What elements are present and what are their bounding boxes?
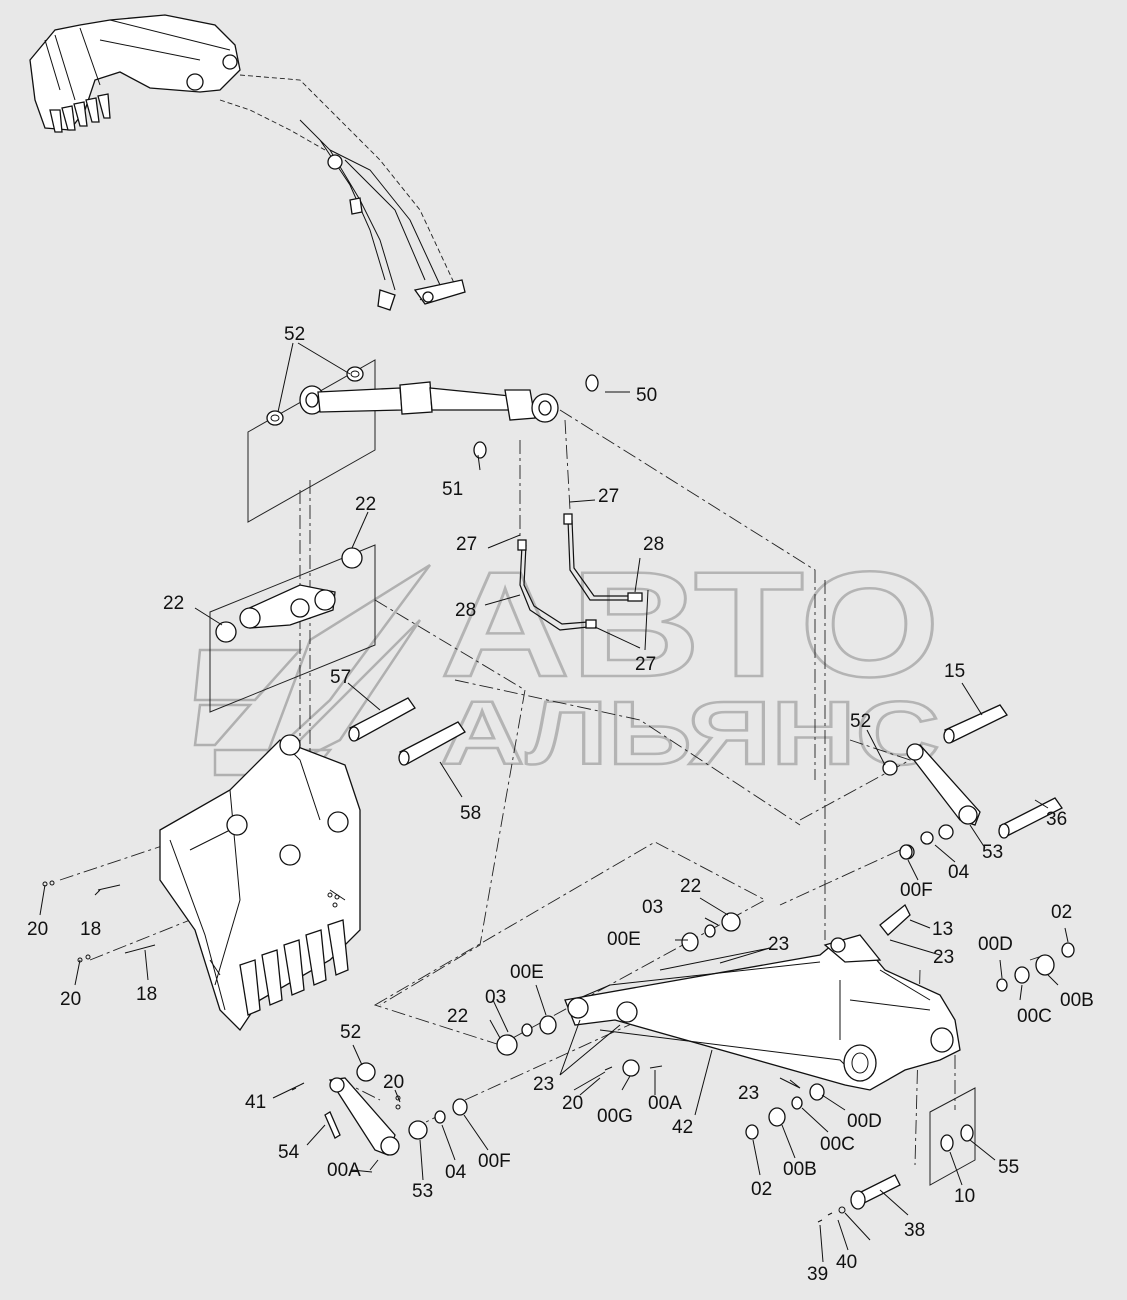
label-00C: 00C [820,1134,855,1155]
bucket [159,734,361,1032]
hoses [517,513,643,631]
watermark: АВТО АЛЬЯНС [193,539,941,785]
label-20: 20 [383,1072,404,1093]
label-02: 02 [1051,902,1072,923]
label-00F: 00F [478,1151,511,1172]
label-18: 18 [80,919,101,940]
label-15: 15 [944,661,965,682]
label-50: 50 [636,385,657,406]
label-19: 00A [327,1160,361,1181]
label-52: 52 [340,1022,361,1043]
label-22: 22 [680,876,701,897]
label-00E: 00E [607,929,641,950]
pin-10-hardware [817,1174,901,1223]
bushings-seals [496,844,1075,1152]
label-28: 28 [643,534,664,555]
lower-link [291,1062,468,1171]
label-41: 54 [278,1142,300,1163]
leader-lines [39,342,1069,1263]
label-27: 27 [635,654,656,675]
label-18: 18 [136,984,157,1005]
label-20: 20 [60,989,81,1010]
label-36: 36 [1046,809,1067,830]
label-20: 20 [27,919,48,940]
label-51: 51 [442,479,463,500]
bucket-cylinder [266,366,599,459]
label-53: 53 [982,842,1003,863]
label-02: 02 [751,1179,772,1200]
label-04: 04 [445,1162,467,1183]
label-23: 23 [933,947,954,968]
label-00C: 00C [1017,1006,1052,1027]
label-00B: 00B [783,1159,817,1180]
label-00D: 00D [978,934,1013,955]
label-27: 27 [598,486,619,507]
label-38: 39 [807,1264,828,1285]
label-57: 57 [330,667,351,688]
label-00B: 00B [1060,990,1094,1011]
excavator-arm-overview [29,14,466,311]
label-23: 23 [738,1083,759,1104]
watermark-line1: АВТО [440,540,940,708]
arm-00A [564,934,961,1091]
label-42: 41 [245,1092,266,1113]
label-00D: 00D [847,1111,882,1132]
pins-57-58 [348,697,466,766]
watermark-line2: АЛЬЯНС [440,684,940,784]
label-00A: 42 [672,1117,693,1138]
link-assembly [215,547,363,643]
label-22: 22 [447,1006,468,1027]
label-00G: 00G [597,1106,633,1127]
callout-labels: 52 50 51 27 22 27 28 22 28 27 57 15 52 5… [27,324,1094,1285]
label-27: 27 [456,534,477,555]
side-links [882,704,1063,860]
label-13: 13 [932,919,953,940]
label-00E: 00E [510,962,544,983]
label-03: 03 [485,987,506,1008]
label-52: 52 [284,324,305,345]
label-04: 04 [948,862,970,883]
label-55: 10 [954,1186,975,1207]
label-19: 00A [648,1093,682,1114]
label-22: 22 [355,494,376,515]
label-03: 03 [642,897,663,918]
label-00F: 00F [900,880,933,901]
label-39: 40 [836,1252,857,1273]
label-53: 53 [412,1181,433,1202]
label-22: 22 [163,593,184,614]
label-23: 23 [768,934,789,955]
label-10: 38 [904,1220,925,1241]
label-20: 20 [562,1093,583,1114]
label-28: 28 [455,600,476,621]
label-58: 58 [460,803,481,824]
label-23: 23 [533,1074,554,1095]
label-52: 52 [850,711,871,732]
label-54: 55 [998,1157,1019,1178]
